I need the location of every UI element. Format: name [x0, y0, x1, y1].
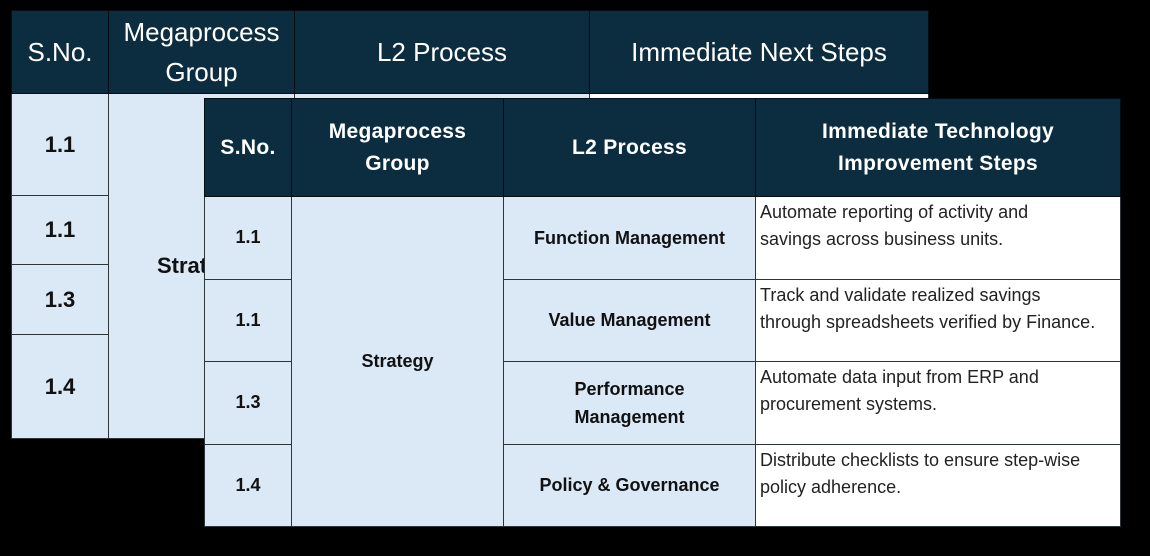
back-header-megaprocess-line2: Group: [165, 57, 238, 87]
l2-process-cell: Function Management: [503, 196, 756, 280]
l2-process-cell: Performance Management: [503, 361, 756, 445]
table-row: 1.3 Performance Management Automate data…: [204, 361, 1121, 445]
technology-step-cell: Automate data input from ERP and procure…: [755, 361, 1121, 445]
step-line: through spreadsheets verified by Finance…: [760, 311, 1096, 332]
back-header-megaprocess-line1: Megaprocess: [123, 17, 280, 47]
technology-step-cell: Distribute checklists to ensure step-wis…: [755, 443, 1121, 527]
sno-cell: 1.4: [204, 443, 292, 527]
step-line: savings across business units.: [760, 229, 1004, 249]
header-megaprocess-group: Megaprocess Group: [291, 98, 504, 197]
step-line: Automate reporting of activity and: [760, 202, 1029, 222]
megaprocess-group-cell: Strategy: [291, 196, 504, 527]
back-header-megaprocess: Megaprocess Group: [108, 10, 295, 94]
l2-process-line1: Performance: [574, 378, 685, 399]
step-line: Track and validate realized savings: [760, 284, 1041, 305]
step-line: policy adherence.: [760, 476, 902, 497]
table-row: 1.1 Strategy Function Management Automat…: [204, 196, 1121, 527]
l2-process-cell: Value Management: [503, 278, 756, 362]
technology-step-cell: Track and validate realized savings thro…: [755, 278, 1121, 362]
table-row: 1.4 Policy & Governance Distribute check…: [204, 443, 1121, 527]
header-megaprocess-line1: Megaprocess: [328, 119, 467, 143]
back-megaprocess-text: Strat: [157, 253, 208, 278]
header-l2-process: L2 Process: [503, 98, 756, 197]
step-line: Distribute checklists to ensure step-wis…: [760, 449, 1081, 470]
back-sno-cell: 1.4: [11, 334, 109, 439]
technology-step-cell: Automate reporting of activity and savin…: [755, 196, 1121, 280]
l2-process-line2: Management: [574, 406, 685, 427]
header-tech-line1: Immediate Technology: [822, 119, 1054, 143]
sno-cell: 1.1: [204, 278, 292, 362]
back-sno-cell: 1.1: [11, 93, 109, 196]
header-megaprocess-line2: Group: [365, 151, 430, 175]
table-row: 1.1 Value Management Track and validate …: [204, 278, 1121, 362]
back-sno-cell: 1.3: [11, 264, 109, 335]
header-tech-line2: Improvement Steps: [838, 151, 1038, 175]
header-technology-steps: Immediate Technology Improvement Steps: [755, 98, 1121, 197]
back-header-sno: S.No.: [11, 10, 109, 94]
sno-cell: 1.1: [204, 196, 292, 280]
back-header-row: S.No. Megaprocess Group L2 Process Immed…: [11, 10, 929, 94]
step-line: Automate data input from ERP and: [760, 367, 1039, 387]
back-header-next-steps: Immediate Next Steps: [589, 10, 929, 94]
step-line: procurement systems.: [760, 394, 938, 414]
l2-process-cell: Policy & Governance: [503, 443, 756, 527]
technology-improvement-table: S.No. Megaprocess Group L2 Process Immed…: [204, 98, 1121, 527]
header-sno: S.No.: [204, 98, 292, 197]
back-sno-cell: 1.1: [11, 195, 109, 265]
back-header-l2: L2 Process: [294, 10, 590, 94]
sno-cell: 1.3: [204, 361, 292, 445]
front-header-row: S.No. Megaprocess Group L2 Process Immed…: [204, 98, 1121, 197]
